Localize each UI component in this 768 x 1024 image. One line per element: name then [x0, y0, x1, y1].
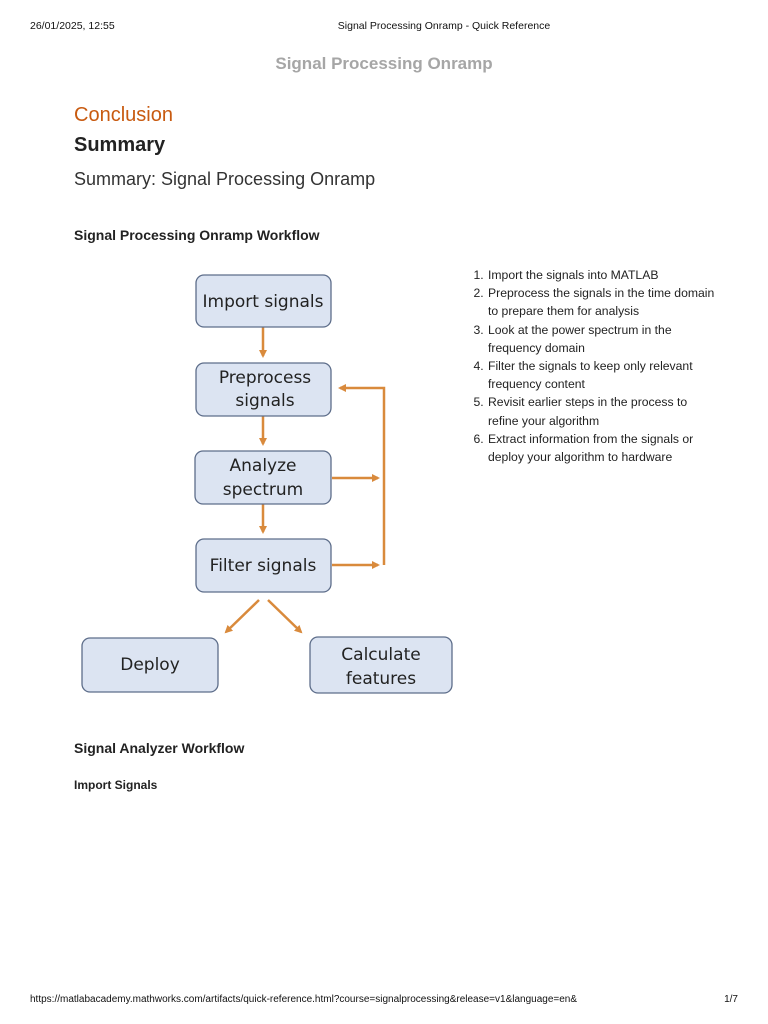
section-title: Conclusion — [74, 104, 173, 126]
workflow-steps-list: Import the signals into MATLAB Preproces… — [472, 266, 717, 466]
node-label: Filter signals — [210, 556, 317, 576]
list-item: Preprocess the signals in the time domai… — [487, 284, 717, 320]
list-item: Extract information from the signals or … — [487, 430, 717, 466]
page-subtitle: Summary: Signal Processing Onramp — [74, 169, 376, 189]
import-signals-heading: Import Signals — [74, 778, 158, 792]
workflow-heading: Signal Processing Onramp Workflow — [74, 227, 320, 243]
node-preprocess-signals — [195, 362, 332, 417]
node-filter-signals — [195, 538, 332, 593]
analyzer-workflow-heading: Signal Analyzer Workflow — [74, 740, 245, 756]
print-url: https://matlabacademy.mathworks.com/arti… — [30, 994, 578, 1005]
list-item: Revisit earlier steps in the process to … — [487, 393, 717, 429]
diagram-arrows — [224, 327, 386, 634]
node-label: features — [346, 669, 416, 689]
node-label: Deploy — [120, 655, 180, 675]
arrow-filter-calculate — [267, 599, 303, 634]
arrow-filter-deploy — [224, 599, 260, 634]
node-calculate-features — [309, 636, 453, 694]
list-item: Filter the signals to keep only relevant… — [487, 357, 717, 393]
print-datetime: 26/01/2025, 12:55 — [30, 20, 115, 32]
node-label: Analyze — [230, 456, 297, 476]
print-page-number: 1/7 — [724, 994, 738, 1005]
node-analyze-spectrum — [194, 450, 332, 505]
site-title: Signal Processing Onramp — [275, 54, 493, 73]
node-label: Import signals — [203, 292, 324, 312]
list-item: Look at the power spectrum in the freque… — [487, 321, 717, 357]
page-heading: Summary — [74, 134, 166, 156]
node-label: Preprocess — [219, 368, 311, 388]
node-label: signals — [235, 391, 294, 411]
list-item: Import the signals into MATLAB — [487, 266, 717, 284]
workflow-diagram: Import signals Preprocess signals Analyz… — [81, 274, 453, 694]
node-label: spectrum — [223, 480, 303, 500]
node-import-signals — [195, 274, 332, 328]
arrow-loop-preprocess — [338, 384, 386, 565]
node-label: Calculate — [341, 645, 420, 665]
node-deploy — [81, 637, 219, 693]
print-page-title: Signal Processing Onramp - Quick Referen… — [337, 20, 551, 32]
